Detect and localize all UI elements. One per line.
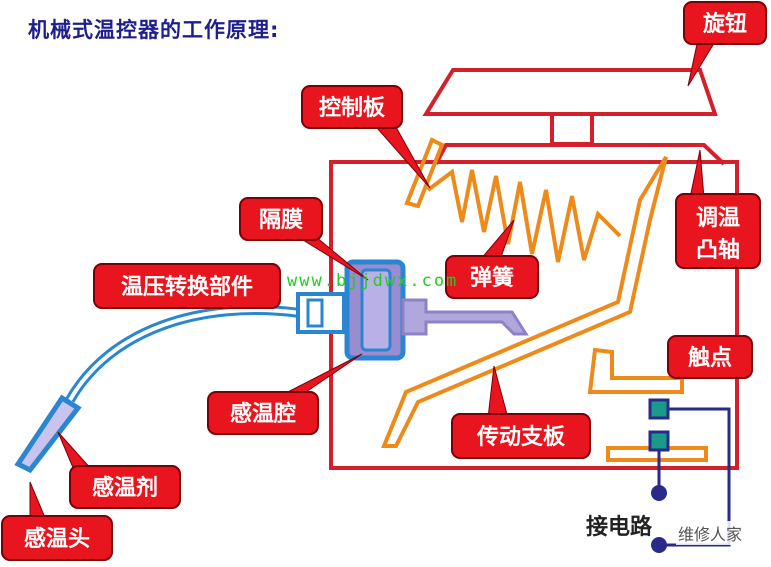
label-contact: 触点 [667,335,753,379]
label-spring: 弹簧 [445,255,539,299]
page-title: 机械式温控器的工作原理: [28,18,280,42]
terminal-a [651,485,667,501]
label-agent: 感温剂 [69,465,181,509]
label-control-plate: 控制板 [301,85,403,129]
spring [426,168,622,263]
svg-text:感温腔: 感温腔 [230,401,296,427]
converter-connector-inner [306,298,324,328]
control-plate [404,137,445,209]
drive-plate [381,155,668,448]
probe [14,394,82,474]
push-rod [401,298,529,336]
label-drive-plate: 传动支板 [451,413,591,459]
capillary-tube [65,305,301,403]
knob-stem [550,112,594,146]
capillary-tube-inner [68,308,301,401]
knob [422,68,718,116]
contact-bottom [648,430,670,452]
drive-callout-tail [487,365,509,419]
label-cam-shaft: 调温 凸轴 [675,193,761,269]
svg-text:隔膜: 隔膜 [259,208,303,233]
svg-text:感温剂: 感温剂 [92,475,158,501]
circuit-label: 接电路 [586,515,653,540]
brand-watermark: 维修人家 [676,521,745,545]
label-chamber: 感温腔 [207,391,319,435]
circuit-wire-a [660,407,731,547]
chamber-callout-tail [279,353,363,397]
svg-text:调温: 调温 [696,206,740,231]
svg-text:弹簧: 弹簧 [470,265,514,291]
cam-shaft [434,143,726,166]
svg-text:传动支板: 传动支板 [476,425,566,450]
svg-text:感温头: 感温头 [24,526,90,552]
label-probe: 感温头 [1,515,113,561]
contact-top [648,398,670,420]
terminal-b [651,537,667,553]
svg-text:触点: 触点 [688,345,732,371]
control-plate-callout-tail [368,119,431,189]
label-knob: 旋钮 [683,1,767,45]
cam-callout-tail [689,149,705,199]
svg-text:温压转换部件: 温压转换部件 [121,274,253,300]
agent-callout-tail [57,431,94,471]
label-converter: 温压转换部件 [93,263,281,309]
watermark: www.bjjdwx.com [287,271,459,291]
svg-text:控制板: 控制板 [319,95,386,121]
probe-callout-tail [29,481,47,521]
label-diaphragm: 隔膜 [239,197,323,241]
diaphragm-plate [360,268,392,352]
svg-text:旋钮: 旋钮 [703,11,747,37]
svg-text:凸轴: 凸轴 [696,237,740,263]
